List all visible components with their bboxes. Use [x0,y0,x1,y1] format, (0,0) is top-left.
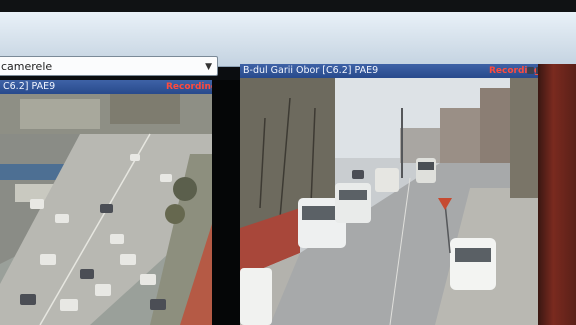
camera-2-recording-status: Recording [489,66,541,76]
camera-tile-2[interactable]: B-dul Garii Obor [C6.2] PAE9 Recording [240,64,546,325]
camera-1-recording-status: Recording [166,82,212,92]
chevron-down-icon[interactable]: ▼ [205,62,212,72]
camera-2-indicator-1 [527,67,534,74]
camera-1-title: C6.2] PAE9 [3,81,56,92]
camera-2-scene [240,78,546,325]
adjacent-panel-edge [538,64,576,325]
camera-1-video-feed[interactable] [0,94,212,325]
camera-1-scene [0,94,212,325]
camera-2-video-feed[interactable] [240,78,546,325]
camera-2-title: B-dul Garii Obor [C6.2] PAE9 [243,65,379,76]
camera-tile-2-header: B-dul Garii Obor [C6.2] PAE9 Recording [240,64,546,78]
camera-group-select[interactable]: camerele ▼ [0,56,218,76]
tile-divider [212,80,240,325]
camera-tile-1-header: C6.2] PAE9 Recording [0,80,212,94]
camera-tile-1[interactable]: C6.2] PAE9 Recording [0,80,212,325]
application-toolbar: camerele ▼ [0,12,576,76]
camera-group-select-value: camerele [1,60,53,73]
monitor-bezel [0,0,576,14]
